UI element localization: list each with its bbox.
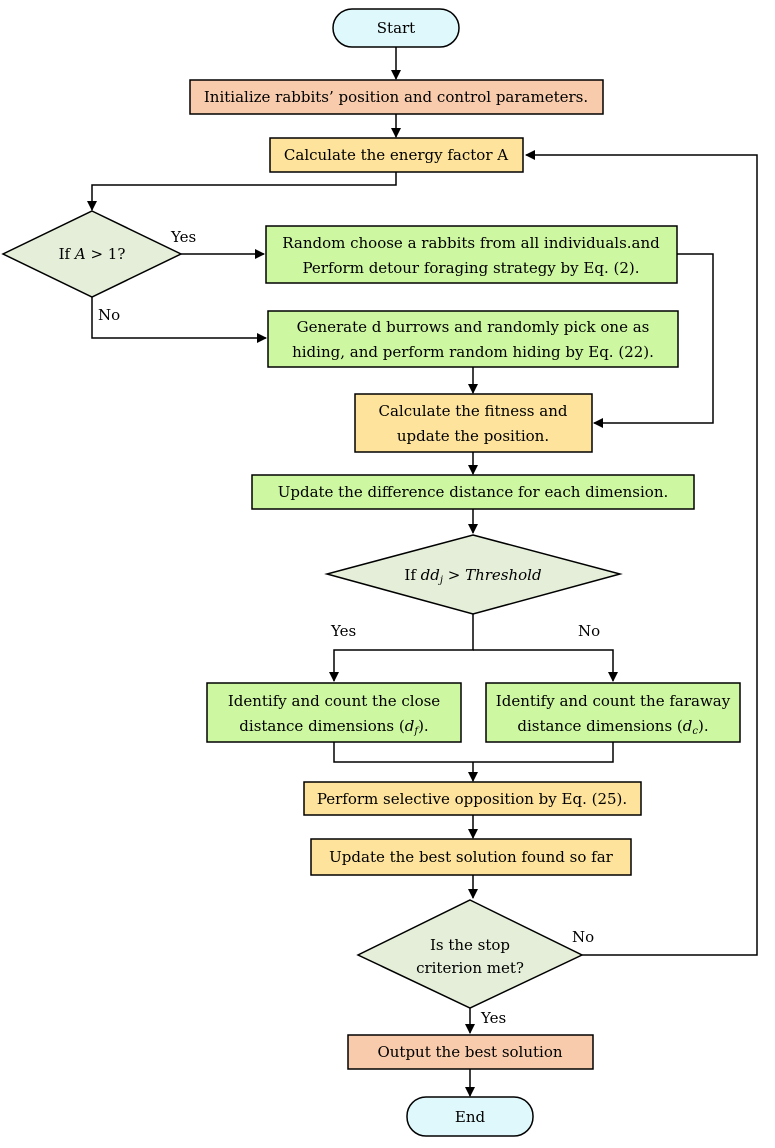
arrow-faraway-to-opposition [473, 742, 614, 763]
opposition-node: Perform selective opposition by Eq. (25)… [303, 781, 642, 816]
hiding-box [267, 310, 679, 368]
decision-2-label: If ddj > Threshold [404, 566, 541, 586]
close-box [206, 682, 462, 743]
energy-box [269, 137, 524, 173]
decision-a-greater-1: If A > 1? [1, 210, 183, 298]
decision-1-label: If A > 1? [59, 245, 126, 263]
arrow-dec3-no-loop [525, 150, 758, 956]
decision-3-yes-label: Yes [480, 1009, 506, 1027]
decision-stop: Is the stop criterion met? [356, 899, 584, 1009]
arrow-energy-to-dec1 [87, 172, 397, 211]
faraway-line-1: Identify and count the faraway [496, 692, 731, 710]
faraway-node: Identify and count the faraway distance … [485, 682, 741, 743]
decision-3-line-2: criterion met? [416, 959, 524, 977]
decision-3-line-1: Is the stop [430, 936, 510, 954]
output-label: Output the best solution [377, 1043, 562, 1061]
diff-box [251, 474, 695, 510]
close-line-1: Identify and count the close [228, 692, 440, 710]
arrow-dec1-no [91, 297, 267, 343]
decision-1-no-label: No [98, 306, 120, 324]
best-label: Update the best solution found so far [329, 848, 614, 866]
init-box [189, 79, 604, 115]
decision-3-diamond [356, 899, 584, 1009]
init-label: Initialize rabbits’ position and control… [204, 88, 588, 106]
diff-node: Update the difference distance for each … [251, 474, 695, 510]
start-node: Start [332, 8, 460, 48]
detour-node: Random choose a rabbits from all individ… [265, 225, 678, 284]
opposition-label: Perform selective opposition by Eq. (25)… [317, 790, 627, 808]
hiding-line-2: hiding, and perform random hiding by Eq.… [292, 343, 654, 361]
decision-1-yes-label: Yes [170, 228, 196, 246]
decision-2-no-label: No [578, 622, 600, 640]
decision-3-no-label: No [572, 928, 594, 946]
close-line-2: distance dimensions (df). [239, 717, 428, 737]
opposition-box [303, 781, 642, 816]
detour-box [265, 225, 678, 284]
decision-2-yes-label: Yes [330, 622, 356, 640]
fitness-line-2: update the position. [397, 427, 549, 445]
init-node: Initialize rabbits’ position and control… [189, 79, 604, 115]
energy-node: Calculate the energy factor A [269, 137, 524, 173]
fitness-node: Calculate the fitness and update the pos… [354, 393, 593, 453]
start-terminal-shape [332, 8, 460, 48]
best-node: Update the best solution found so far [310, 838, 632, 876]
decision-2-diamond [324, 534, 623, 615]
connectors [87, 47, 758, 1097]
faraway-line-2: distance dimensions (dc). [517, 717, 708, 737]
end-terminal-shape [406, 1096, 534, 1137]
end-node: End [406, 1096, 534, 1137]
end-label: End [455, 1108, 486, 1126]
energy-label: Calculate the energy factor A [284, 146, 508, 164]
best-box [310, 838, 632, 876]
hiding-line-1: Generate d burrows and randomly pick one… [297, 318, 650, 336]
arrow-dec2-no [473, 649, 618, 682]
detour-line-2: Perform detour foraging strategy by Eq. … [302, 259, 639, 277]
faraway-box [485, 682, 741, 743]
arrow-dec2-yes [329, 614, 474, 682]
arrow-close-to-opposition [333, 742, 473, 763]
decision-1-diamond [1, 210, 183, 298]
decision-threshold: If ddj > Threshold [324, 534, 623, 615]
output-box [347, 1034, 594, 1070]
arrow-detour-to-fitness [593, 253, 714, 428]
detour-line-1: Random choose a rabbits from all individ… [282, 234, 660, 252]
hiding-node: Generate d burrows and randomly pick one… [267, 310, 679, 368]
fitness-box [354, 393, 593, 453]
close-node: Identify and count the close distance di… [206, 682, 462, 743]
output-node: Output the best solution [347, 1034, 594, 1070]
fitness-line-1: Calculate the fitness and [379, 402, 568, 420]
start-label: Start [377, 19, 415, 37]
diff-label: Update the difference distance for each … [278, 483, 669, 501]
